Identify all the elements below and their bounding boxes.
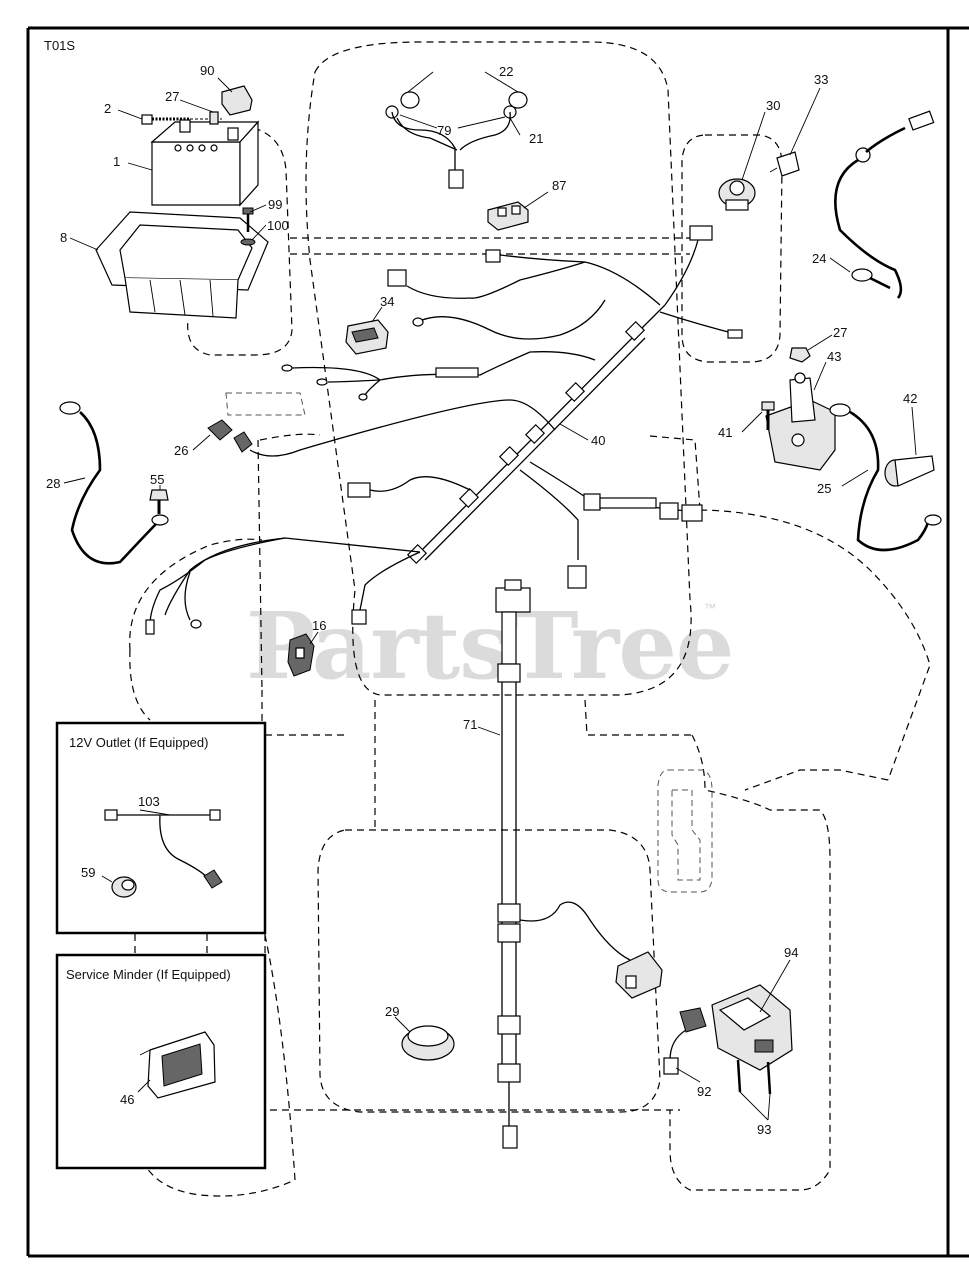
callout-103: 103 bbox=[138, 794, 160, 809]
callout-99: 99 bbox=[268, 197, 282, 212]
callout-43: 43 bbox=[827, 349, 841, 364]
callout-8: 8 bbox=[60, 230, 67, 245]
callout-100: 100 bbox=[267, 218, 289, 233]
callout-24: 24 bbox=[812, 251, 826, 266]
callout-90: 90 bbox=[200, 63, 214, 78]
solenoid-bolt bbox=[761, 401, 775, 430]
diagram-frame bbox=[26, 26, 969, 1258]
callout-33: 33 bbox=[814, 72, 828, 87]
callout-16: 16 bbox=[312, 618, 326, 633]
callout-25: 25 bbox=[817, 481, 831, 496]
battery bbox=[150, 119, 260, 207]
callout-2: 2 bbox=[104, 101, 111, 116]
callout-92: 92 bbox=[697, 1084, 711, 1099]
terminal-boot bbox=[884, 455, 935, 487]
callout-46: 46 bbox=[120, 1092, 134, 1107]
battery-bolt bbox=[141, 111, 222, 125]
starter-solenoid bbox=[765, 372, 836, 471]
main-wire-harness bbox=[145, 225, 743, 635]
callout-42: 42 bbox=[903, 391, 917, 406]
callout-26: 26 bbox=[174, 443, 188, 458]
callout-30: 30 bbox=[766, 98, 780, 113]
callout-27-battery: 27 bbox=[165, 89, 179, 104]
relay bbox=[287, 633, 315, 677]
ignition-key bbox=[769, 151, 800, 177]
callout-87: 87 bbox=[552, 178, 566, 193]
callout-28: 28 bbox=[46, 476, 60, 491]
pto-connector bbox=[663, 1007, 707, 1075]
callout-labels: 1 2 8 16 21 22 24 25 26 27 27 28 29 30 3… bbox=[46, 63, 917, 1137]
inset-service-minder-title: Service Minder (If Equipped) bbox=[66, 967, 231, 982]
terminal-cover bbox=[221, 85, 253, 116]
diagram-code: T01S bbox=[44, 38, 75, 53]
callout-71: 71 bbox=[463, 717, 477, 732]
interlock-switch bbox=[487, 201, 529, 231]
pto-switch-assembly bbox=[711, 984, 793, 1071]
rear-wire-harness bbox=[495, 579, 631, 1149]
callout-79: 79 bbox=[437, 123, 451, 138]
ignition-switch bbox=[718, 178, 756, 211]
battery-tray bbox=[95, 211, 269, 319]
watermark-text: PartsTree bbox=[246, 592, 733, 700]
hour-meter bbox=[401, 1025, 455, 1061]
battery-cable-25 bbox=[829, 403, 942, 552]
callout-27-solenoid: 27 bbox=[833, 325, 847, 340]
callout-22: 22 bbox=[499, 64, 513, 79]
callout-21: 21 bbox=[529, 131, 543, 146]
battery-cable-24 bbox=[834, 110, 935, 299]
callout-41: 41 bbox=[718, 425, 732, 440]
watermark-trademark: ™ bbox=[704, 601, 716, 615]
callout-1: 1 bbox=[113, 154, 120, 169]
solenoid-nut bbox=[789, 347, 811, 363]
seat-switch-connector bbox=[615, 951, 663, 999]
fuse bbox=[207, 419, 253, 453]
headlight-harness bbox=[385, 91, 528, 189]
callout-40: 40 bbox=[591, 433, 605, 448]
inset-service-minder: Service Minder (If Equipped) bbox=[55, 953, 267, 1170]
inset-12v-outlet-title: 12V Outlet (If Equipped) bbox=[69, 735, 208, 750]
callout-29: 29 bbox=[385, 1004, 399, 1019]
callout-55: 55 bbox=[150, 472, 164, 487]
callout-93: 93 bbox=[757, 1122, 771, 1137]
callout-94: 94 bbox=[784, 945, 798, 960]
callout-59: 59 bbox=[81, 865, 95, 880]
rocker-switch bbox=[345, 319, 389, 355]
inset-12v-outlet: 12V Outlet (If Equipped) bbox=[55, 721, 267, 935]
leader-lines bbox=[63, 71, 917, 1121]
battery-cable-28 bbox=[59, 401, 169, 565]
watermark: PartsTree ™ bbox=[246, 592, 734, 700]
callout-34: 34 bbox=[380, 294, 394, 309]
ground-bolt bbox=[149, 489, 169, 514]
pto-screws bbox=[736, 1059, 772, 1095]
tractor-outline bbox=[129, 41, 931, 1197]
